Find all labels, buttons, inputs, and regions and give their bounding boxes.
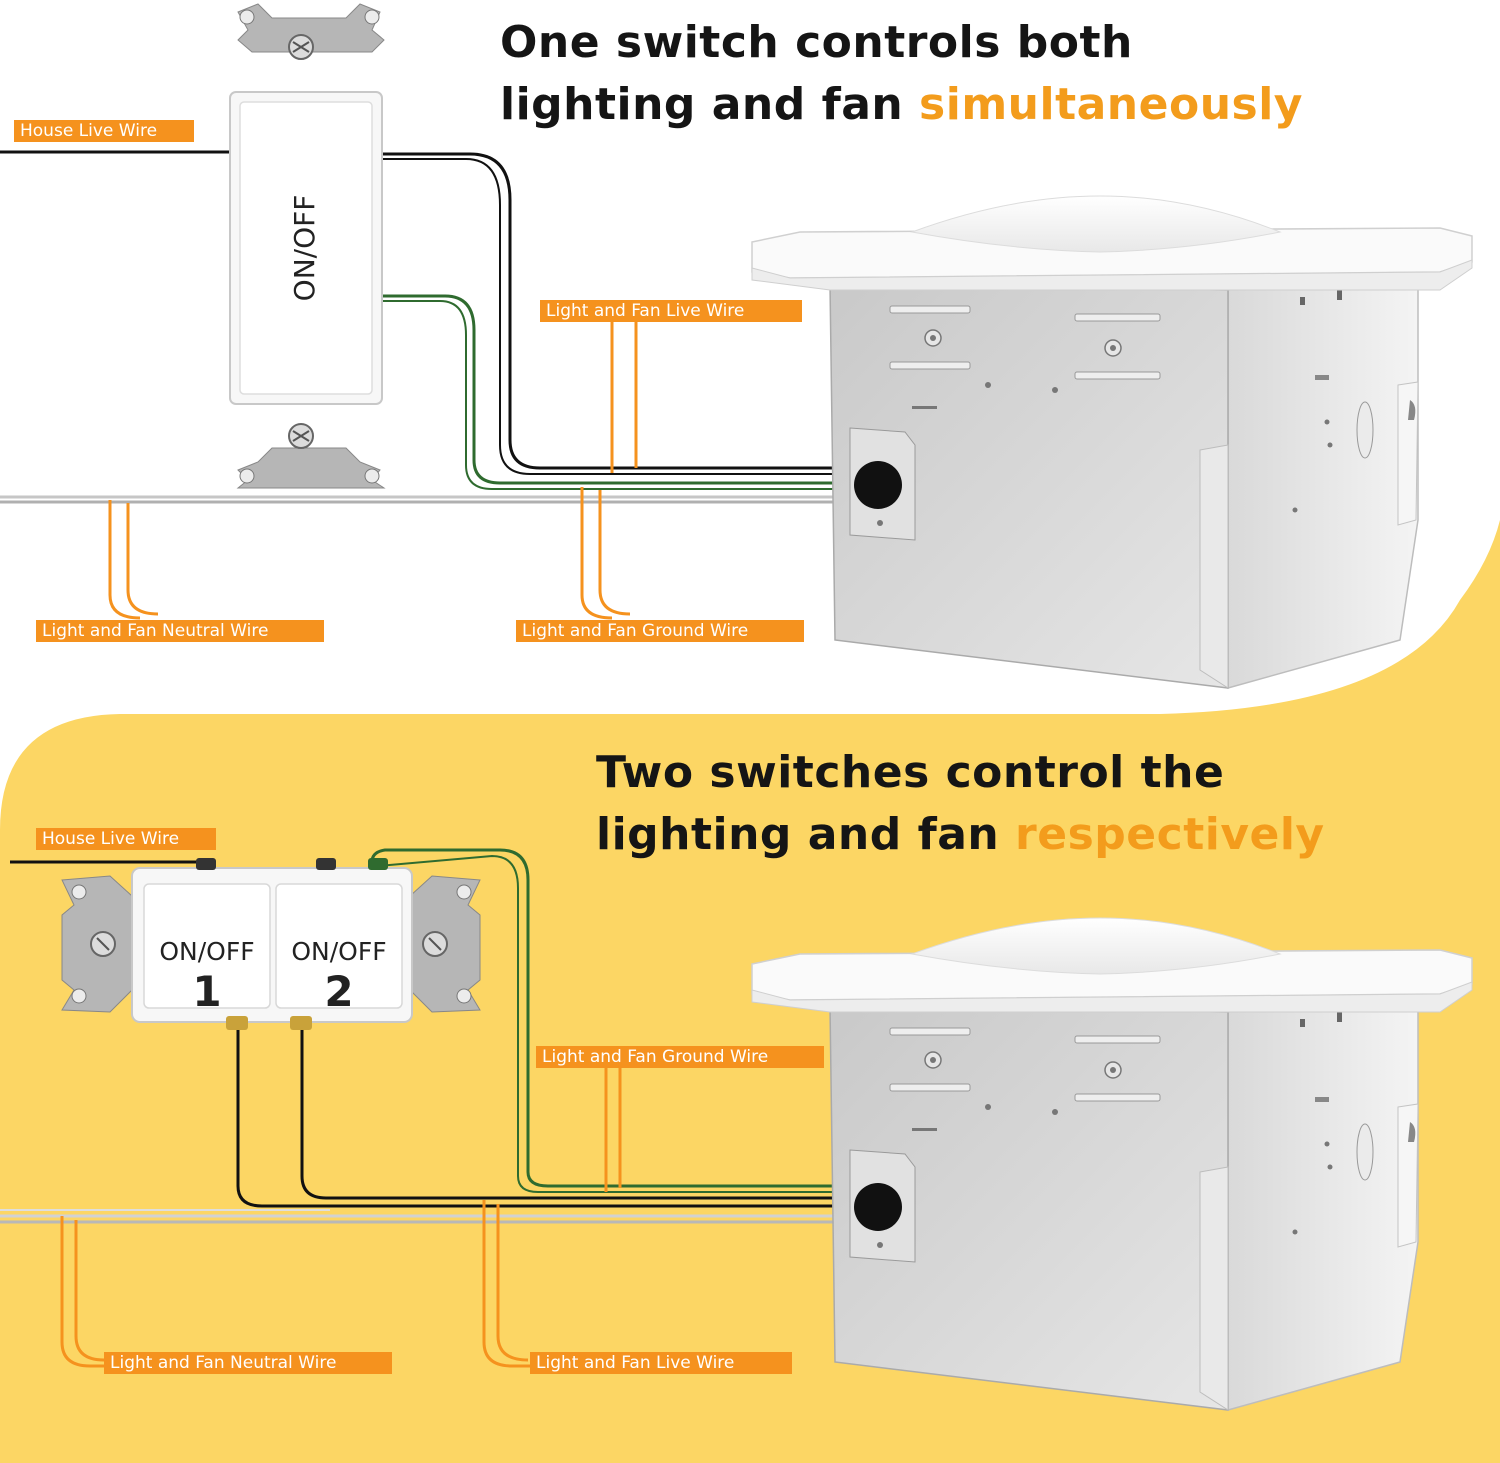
switch2-number: 2 xyxy=(324,967,353,1016)
single-switch-label: ON/OFF xyxy=(288,195,321,302)
bottom-headline-line2: lighting and fan respectively xyxy=(596,804,1325,866)
label-neutral-top: Light and Fan Neutral Wire xyxy=(36,620,324,642)
top-headline-line1: One switch controls both xyxy=(500,17,1133,68)
label-ground-bottom: Light and Fan Ground Wire xyxy=(536,1046,824,1068)
single-switch: ON/OFF xyxy=(229,3,386,489)
ground-wire-bottom xyxy=(370,848,868,1188)
top-headline-line2: lighting and fan simultaneously xyxy=(500,74,1303,136)
top-headline: One switch controls both lighting and fa… xyxy=(500,12,1303,136)
ground-wire-top xyxy=(382,294,870,485)
light-switch-wire xyxy=(236,1030,868,1208)
label-house-live-top: House Live Wire xyxy=(14,120,194,142)
top-headline-accent: simultaneously xyxy=(919,79,1303,130)
label-ground-top: Light and Fan Ground Wire xyxy=(516,620,804,642)
bottom-headline: Two switches control the lighting and fa… xyxy=(596,742,1325,866)
switch2-label: ON/OFF xyxy=(291,937,386,966)
label-neutral-bottom: Light and Fan Neutral Wire xyxy=(104,1352,392,1374)
label-live-bottom: Light and Fan Live Wire xyxy=(530,1352,792,1374)
bottom-headline-accent: respectively xyxy=(1015,809,1325,860)
top-headline-plain: lighting and fan xyxy=(500,79,920,130)
fan-switch-wire xyxy=(300,1030,868,1200)
switch1-number: 1 xyxy=(192,967,221,1016)
label-house-live-bottom: House Live Wire xyxy=(36,828,216,850)
label-live-top: Light and Fan Live Wire xyxy=(540,300,802,322)
switch-live-wire-top xyxy=(382,152,868,470)
double-switch: ON/OFF 1 ON/OFF 2 xyxy=(61,858,481,1030)
bottom-headline-plain: lighting and fan xyxy=(596,809,1016,860)
switch1-label: ON/OFF xyxy=(159,937,254,966)
bottom-headline-line1: Two switches control the xyxy=(596,747,1225,798)
